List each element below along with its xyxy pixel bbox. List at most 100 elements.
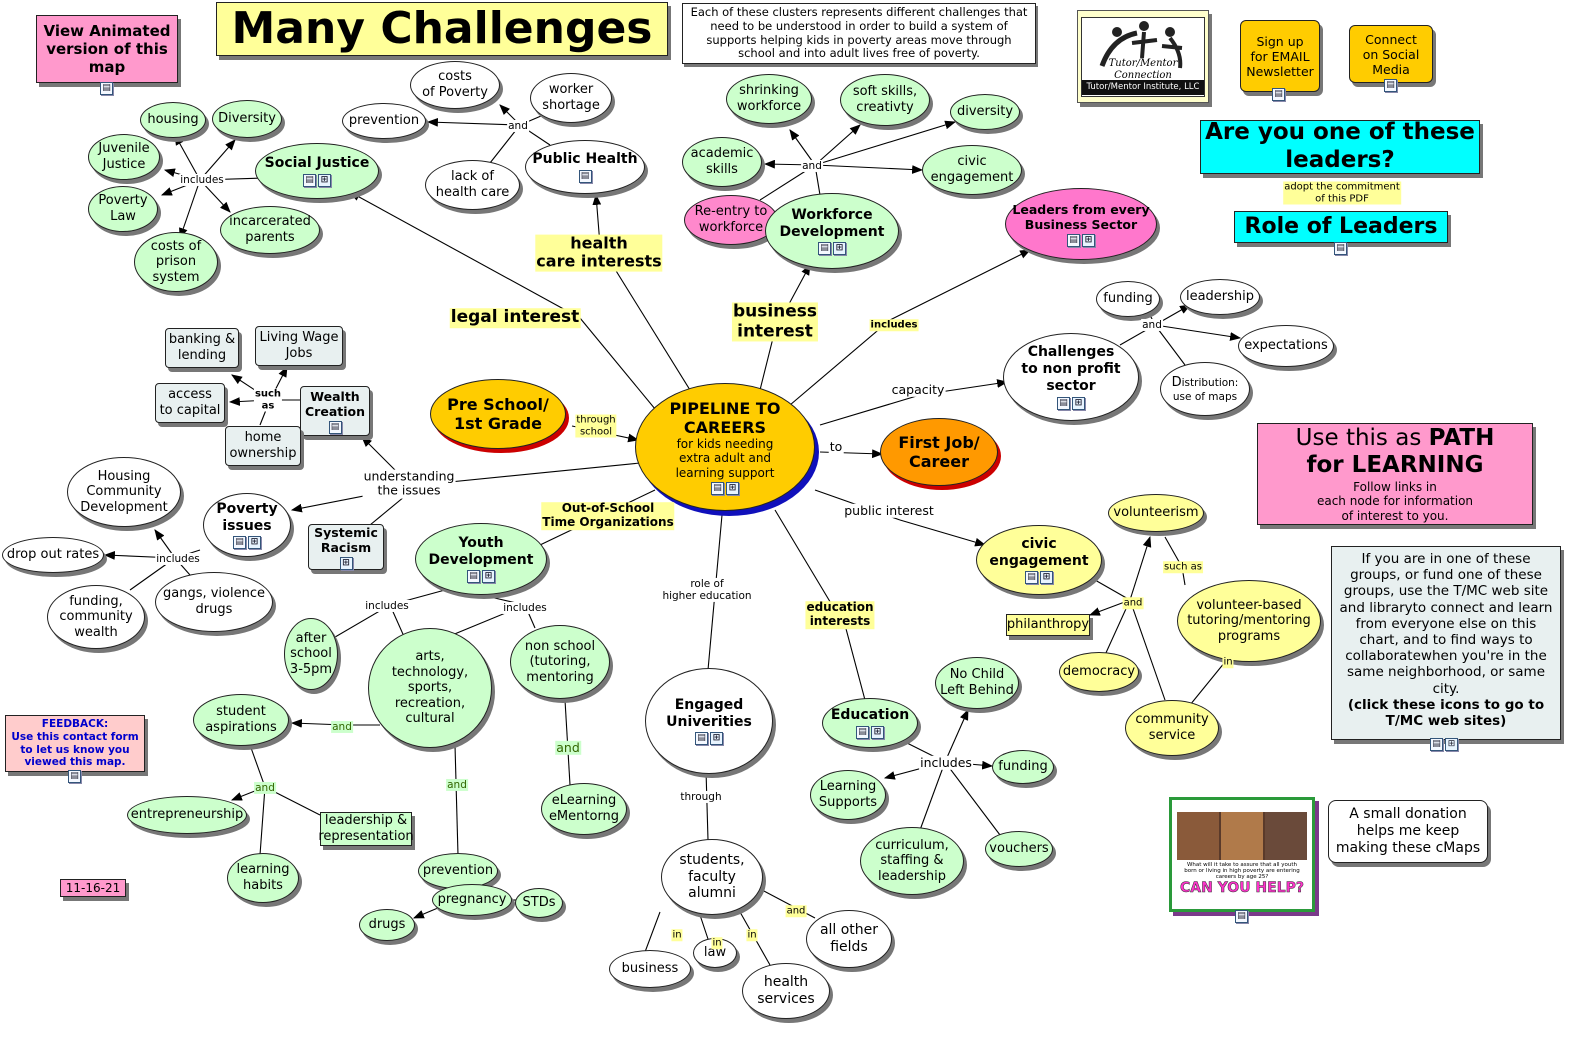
cmap-icon[interactable]: ⊞ (339, 556, 353, 570)
non-school-node[interactable]: non school (tutoring, mentoring (510, 625, 610, 699)
curriculum-node[interactable]: curriculum, staffing & leadership (860, 827, 964, 895)
document-icon[interactable]: ▤ (233, 536, 246, 550)
funding-community-node[interactable]: funding, community wealth (47, 585, 145, 649)
gangs-node[interactable]: gangs, violence drugs (155, 572, 273, 632)
social-justice-node[interactable]: Social Justice ▤⊞ (255, 143, 379, 199)
preschool-node[interactable]: Pre School/ 1st Grade (430, 379, 566, 449)
engaged-universities-node[interactable]: Engaged Univerities ▤⊞ (645, 668, 773, 774)
civic-engagement-node[interactable]: civic engagement ▤⊞ (976, 525, 1102, 595)
document-icon[interactable]: ▤ (1334, 242, 1347, 255)
document-icon[interactable]: ▤ (818, 242, 831, 256)
document-icon[interactable]: ▤ (578, 169, 592, 183)
poverty-law-node[interactable]: Poverty Law (88, 186, 158, 232)
poverty-issues-node[interactable]: Poverty issues ▤⊞ (203, 493, 291, 557)
expectations-node[interactable]: expectations (1238, 325, 1334, 367)
banking-node[interactable]: banking & lending (165, 328, 239, 368)
volunteerism-node[interactable]: volunteerism (1108, 494, 1204, 532)
shrinking-workforce-node[interactable]: shrinking workforce (726, 74, 812, 124)
juvenile-justice-node[interactable]: Juvenile Justice (88, 134, 160, 180)
philanthropy-node[interactable]: philanthropy (1006, 614, 1090, 636)
volunteer-programs-node[interactable]: volunteer-based tutoring/mentoring progr… (1177, 580, 1321, 662)
document-icon[interactable]: ▤ (1067, 233, 1080, 247)
worker-shortage-node[interactable]: worker shortage (530, 73, 612, 123)
cmap-icon[interactable]: ⊞ (1040, 571, 1053, 585)
leadership-np-node[interactable]: leadership (1180, 279, 1260, 315)
leadership-rep-node[interactable]: leadership & representation (318, 812, 414, 846)
wealth-creation-node[interactable]: Wealth Creation ▤ (300, 386, 370, 436)
education-node[interactable]: Education ▤⊞ (822, 698, 918, 748)
living-wage-node[interactable]: Living Wage Jobs (255, 326, 343, 366)
cmap-icon[interactable]: ⊞ (1082, 233, 1095, 247)
funding-np-node[interactable]: funding (1096, 281, 1160, 317)
youth-development-node[interactable]: Youth Development ▤⊞ (415, 523, 547, 595)
document-icon[interactable]: ▤ (856, 725, 869, 739)
document-icon[interactable]: ▤ (1430, 738, 1443, 751)
arts-node[interactable]: arts, technology, sports, recreation, cu… (368, 628, 492, 748)
cmap-icon[interactable]: ⊞ (318, 173, 331, 187)
public-health-node[interactable]: Public Health ▤ (525, 140, 645, 194)
health-services-node[interactable]: health services (742, 963, 830, 1019)
community-service-node[interactable]: community service (1125, 700, 1219, 756)
document-icon[interactable]: ▤ (1272, 88, 1285, 101)
workforce-node[interactable]: Workforce Development ▤⊞ (765, 193, 899, 269)
poster-image-link[interactable]: What will it take to assure that all you… (1169, 797, 1315, 912)
cmap-icon[interactable]: ⊞ (710, 732, 723, 746)
diversity-sj-node[interactable]: Diversity (212, 100, 282, 138)
document-icon[interactable]: ▤ (68, 770, 81, 783)
cmap-icon[interactable]: ⊞ (482, 570, 495, 584)
drugs-node[interactable]: drugs (359, 909, 415, 941)
cmap-icon[interactable]: ⊞ (248, 536, 261, 550)
document-icon[interactable]: ▤ (1057, 396, 1070, 410)
funding-ed-node[interactable]: funding (992, 750, 1054, 784)
prevention-ph-node[interactable]: prevention (342, 103, 426, 139)
document-icon[interactable]: ▤ (1025, 571, 1038, 585)
signup-newsletter-button[interactable]: Sign up for EMAIL Newsletter (1240, 20, 1320, 92)
cmap-icon[interactable]: ⊞ (833, 242, 846, 256)
dropout-rates-node[interactable]: drop out rates (2, 537, 104, 573)
document-icon[interactable]: ▤ (1384, 79, 1397, 92)
pregnancy-node[interactable]: pregnancy (432, 884, 512, 916)
no-child-node[interactable]: No Child Left Behind (935, 657, 1019, 709)
document-icon[interactable]: ▤ (328, 420, 342, 434)
document-icon[interactable]: ▤ (695, 732, 708, 746)
learning-supports-node[interactable]: Learning Supports (810, 770, 886, 820)
cmap-icon[interactable]: ⊞ (1072, 396, 1085, 410)
learning-habits-node[interactable]: learning habits (227, 853, 299, 903)
tutor-mentor-logo[interactable]: Tutor/Mentor Connection Tutor/Mentor Ins… (1077, 10, 1209, 103)
student-aspirations-node[interactable]: student aspirations (193, 694, 289, 746)
civic-wd-node[interactable]: civic engagement (922, 145, 1022, 195)
connect-social-button[interactable]: Connect on Social Media (1349, 25, 1433, 83)
home-ownership-node[interactable]: home ownership (225, 426, 301, 466)
housing-node[interactable]: housing (140, 102, 206, 138)
cmap-icon[interactable]: ⊞ (871, 725, 884, 739)
diversity-wd-node[interactable]: diversity (950, 94, 1020, 130)
cmap-icon[interactable]: ⊞ (1445, 738, 1458, 751)
housing-community-node[interactable]: Housing Community Development (67, 457, 181, 527)
democracy-node[interactable]: democracy (1059, 652, 1139, 692)
document-icon[interactable]: ▤ (100, 82, 113, 95)
costs-poverty-node[interactable]: costs of Poverty (410, 61, 500, 109)
leaders-every-sector-node[interactable]: Leaders from every Business Sector ▤⊞ (1005, 188, 1157, 260)
costs-prison-node[interactable]: costs of prison system (134, 232, 218, 292)
feedback-box[interactable]: FEEDBACK: Use this contact form to let u… (5, 715, 145, 772)
business-node[interactable]: business (609, 950, 691, 988)
document-icon[interactable]: ▤ (303, 173, 316, 187)
stds-node[interactable]: STDs (515, 888, 563, 918)
challenges-nonprofit-node[interactable]: Challenges to non profit sector ▤⊞ (1003, 333, 1139, 421)
reentry-node[interactable]: Re-entry to workforce (684, 195, 778, 245)
students-node[interactable]: students, faculty alumni (661, 839, 763, 915)
role-of-leaders-link[interactable]: Role of Leaders (1234, 211, 1448, 243)
first-job-node[interactable]: First Job/ Career (880, 418, 998, 486)
after-school-node[interactable]: after school 3-5pm (284, 618, 338, 690)
distribution-node[interactable]: Distribution: use of maps (1160, 362, 1250, 416)
entrepreneurship-node[interactable]: entrepreneurship (127, 796, 247, 834)
academic-skills-node[interactable]: academic skills (682, 137, 762, 187)
access-capital-node[interactable]: access to capital (155, 383, 225, 423)
vouchers-node[interactable]: vouchers (985, 831, 1053, 867)
elearning-node[interactable]: eLearning eMentorng (541, 783, 627, 835)
document-icon[interactable]: ▤ (711, 482, 724, 496)
cmap-icon[interactable]: ⊞ (726, 482, 739, 496)
systemic-racism-node[interactable]: Systemic Racism ⊞ (308, 524, 384, 570)
prevention-yd-node[interactable]: prevention (418, 853, 498, 889)
document-icon[interactable]: ▤ (1235, 910, 1248, 923)
